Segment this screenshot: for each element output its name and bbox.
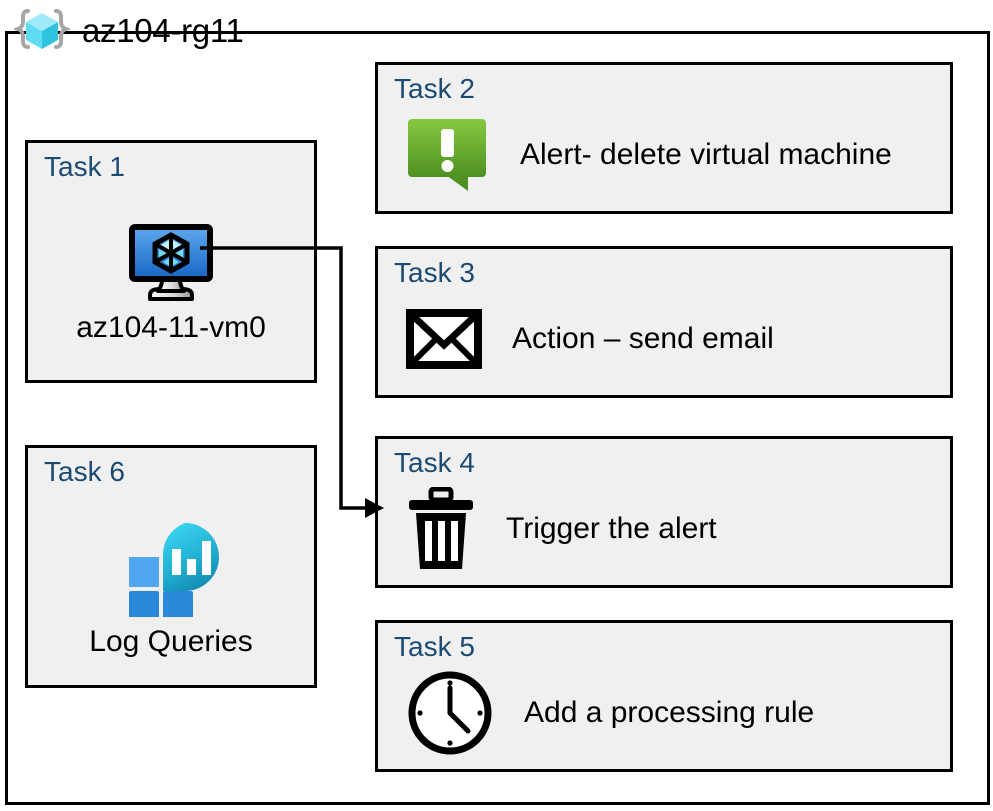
task-4-box[interactable]: Task 4 Trigger the alert (375, 436, 953, 588)
resource-group-name: az104-rg11 (82, 12, 244, 49)
task-5-caption: Add a processing rule (524, 696, 815, 729)
clock-icon (406, 669, 494, 757)
task-3-label: Task 3 (394, 257, 475, 288)
task-1-box[interactable]: Task 1 (25, 140, 317, 383)
envelope-icon (406, 309, 482, 369)
task-3-caption: Action – send email (512, 322, 774, 355)
task-6-label: Task 6 (44, 456, 125, 487)
resource-group-header: az104-rg11 (11, 3, 244, 59)
task-5-box[interactable]: Task 5 Add a processing rule (375, 620, 953, 772)
alert-bubble-icon (406, 117, 490, 193)
task-2-label: Task 2 (394, 73, 475, 104)
virtual-machine-icon (124, 221, 218, 303)
title-border-gap (30, 34, 292, 96)
task-4-caption: Trigger the alert (506, 512, 717, 545)
resource-group-container (5, 31, 990, 805)
trash-can-icon (406, 486, 476, 571)
task-2-box[interactable]: Task 2 Alert- delete virtual machine (375, 62, 953, 214)
task-6-caption: Log Queries (89, 625, 253, 658)
task-3-box[interactable]: Task 3 Action – send email (375, 246, 953, 398)
resource-group-cube-icon (11, 7, 73, 55)
task-1-caption: az104-11-vm0 (76, 311, 266, 344)
task-1-label: Task 1 (44, 151, 125, 182)
task-4-label: Task 4 (394, 447, 475, 478)
task-6-box[interactable]: Task 6 (25, 445, 317, 688)
task-5-label: Task 5 (394, 631, 475, 662)
task-2-caption: Alert- delete virtual machine (520, 138, 892, 171)
log-analytics-icon (119, 517, 223, 621)
